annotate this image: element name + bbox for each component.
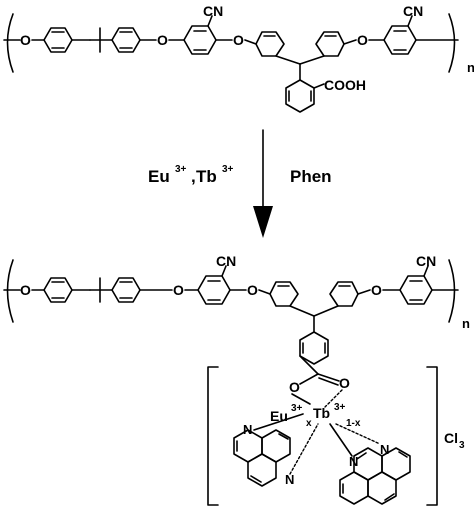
counterion-count: 3 xyxy=(459,440,465,451)
reactant-polymer: n O O CN O O CN xyxy=(3,3,474,113)
svg-text:O: O xyxy=(371,282,382,298)
europium-fraction: x xyxy=(306,418,312,429)
carboxylate-oxygen-2: O xyxy=(339,375,350,391)
reaction-arrow xyxy=(253,129,273,238)
condition-terbium-charge: 3+ xyxy=(222,164,234,175)
svg-text:O: O xyxy=(357,32,368,48)
reactant-end-oxygen: O xyxy=(20,32,31,48)
metal-complex: Cl 3 O O Eu 3+ x Tb 3+ 1-x N N xyxy=(207,355,465,506)
svg-text:3+: 3+ xyxy=(291,403,303,414)
arrow-head xyxy=(253,206,273,238)
phen-right-nitrogen-1: N xyxy=(349,454,358,469)
svg-text:O: O xyxy=(173,282,184,298)
phenanthroline-right: N N xyxy=(329,423,411,505)
product-phenylene-3 xyxy=(269,281,299,307)
carboxylate-oxygen-1: O xyxy=(289,379,300,395)
condition-europium-charge: 3+ xyxy=(175,164,187,175)
phen-right-nitrogen-2: N xyxy=(380,442,389,457)
product-nitrile-right: CN xyxy=(416,253,436,269)
reactant-bracket-left xyxy=(6,13,14,73)
condition-terbium: Tb xyxy=(196,167,217,186)
reactant-benzoic-ring xyxy=(285,79,315,113)
complex-bracket-right xyxy=(426,366,438,506)
svg-text:O: O xyxy=(233,32,244,48)
product-repeat-n: n xyxy=(462,316,470,331)
phen-left-nitrogen-1: N xyxy=(243,422,252,437)
terbium-fraction: 1-x xyxy=(346,418,361,429)
svg-text:,: , xyxy=(191,167,196,186)
product-end-oxygen: O xyxy=(20,282,31,298)
product-polymer: n O O CN O O CN xyxy=(3,253,470,365)
product-bracket-left xyxy=(6,259,14,323)
product-bracket-right xyxy=(448,259,456,323)
reactant-nitrile-right: CN xyxy=(403,3,423,19)
condition-phenanthroline: Phen xyxy=(290,167,332,186)
product-benzoate-ring xyxy=(299,331,329,365)
reaction-conditions: Eu 3+ , Tb 3+ Phen xyxy=(148,164,332,186)
reactant-phenylene-3 xyxy=(255,31,285,57)
phen-left-nitrogen-2: N xyxy=(285,472,294,487)
svg-text:O: O xyxy=(247,282,258,298)
product-nitrile-left: CN xyxy=(216,253,236,269)
counterion-chloride: Cl xyxy=(444,430,458,446)
reactant-repeat-n: n xyxy=(467,60,474,75)
svg-text:O: O xyxy=(157,32,168,48)
condition-europium: Eu xyxy=(148,167,170,186)
reactant-nitrile-left: CN xyxy=(203,3,223,19)
terbium-center: Tb xyxy=(313,405,330,421)
reactant-carboxylic-acid: COOH xyxy=(324,77,366,93)
svg-text:3+: 3+ xyxy=(334,402,346,413)
complex-bracket-left xyxy=(207,366,219,506)
phenanthroline-left: N N xyxy=(233,413,319,487)
reactant-bracket-right xyxy=(448,13,456,73)
